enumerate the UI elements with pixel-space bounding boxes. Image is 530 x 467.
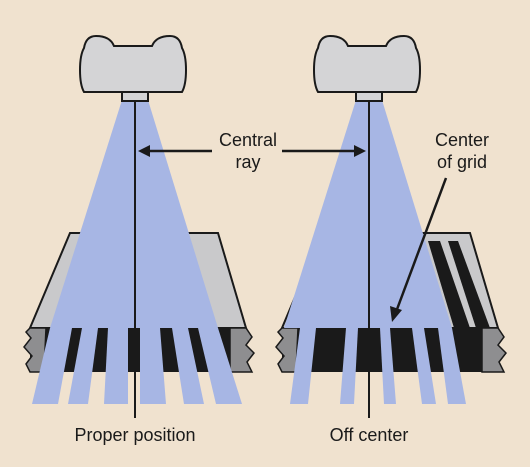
center-of-grid-label-line2: of grid xyxy=(437,152,487,172)
center-of-grid-arrow-line xyxy=(394,177,448,313)
right-top-strip-2 xyxy=(448,241,490,328)
central-ray-callout: Central ray xyxy=(138,130,366,172)
right-grid-left-end xyxy=(275,327,299,373)
central-ray-arrowhead-left xyxy=(138,145,150,157)
right-beam-rays xyxy=(290,328,466,404)
right-ray-5 xyxy=(438,328,466,404)
left-tube-port xyxy=(121,91,149,102)
center-of-grid-arrowhead xyxy=(390,306,402,322)
left-ray-6 xyxy=(198,328,242,404)
right-ray-1 xyxy=(290,328,316,404)
right-ray-4 xyxy=(412,328,436,404)
off-center-caption: Off center xyxy=(330,425,409,445)
central-ray-label-line2: ray xyxy=(235,152,260,172)
off-center-panel xyxy=(275,34,507,418)
right-grid-right-end xyxy=(481,327,507,373)
left-ray-5 xyxy=(172,328,204,404)
left-ray-4 xyxy=(140,328,166,404)
right-ray-3 xyxy=(380,328,396,404)
left-ray-2 xyxy=(68,328,98,404)
left-beam-rays xyxy=(32,328,242,404)
proper-position-panel xyxy=(23,34,255,418)
proper-position-caption: Proper position xyxy=(74,425,195,445)
left-grid-right-end xyxy=(229,327,255,373)
right-tube-port xyxy=(355,91,383,102)
right-xray-tube xyxy=(312,34,422,93)
central-ray-arrowhead-right xyxy=(354,145,366,157)
left-ray-3 xyxy=(104,328,128,404)
center-of-grid-label-line1: Center xyxy=(435,130,489,150)
left-ray-1 xyxy=(32,328,72,404)
right-top-strip-1 xyxy=(428,241,470,328)
center-of-grid-callout: Center of grid xyxy=(390,130,489,322)
central-ray-label-line1: Central xyxy=(219,130,277,150)
left-xray-tube xyxy=(78,34,188,93)
right-ray-2 xyxy=(340,328,358,404)
